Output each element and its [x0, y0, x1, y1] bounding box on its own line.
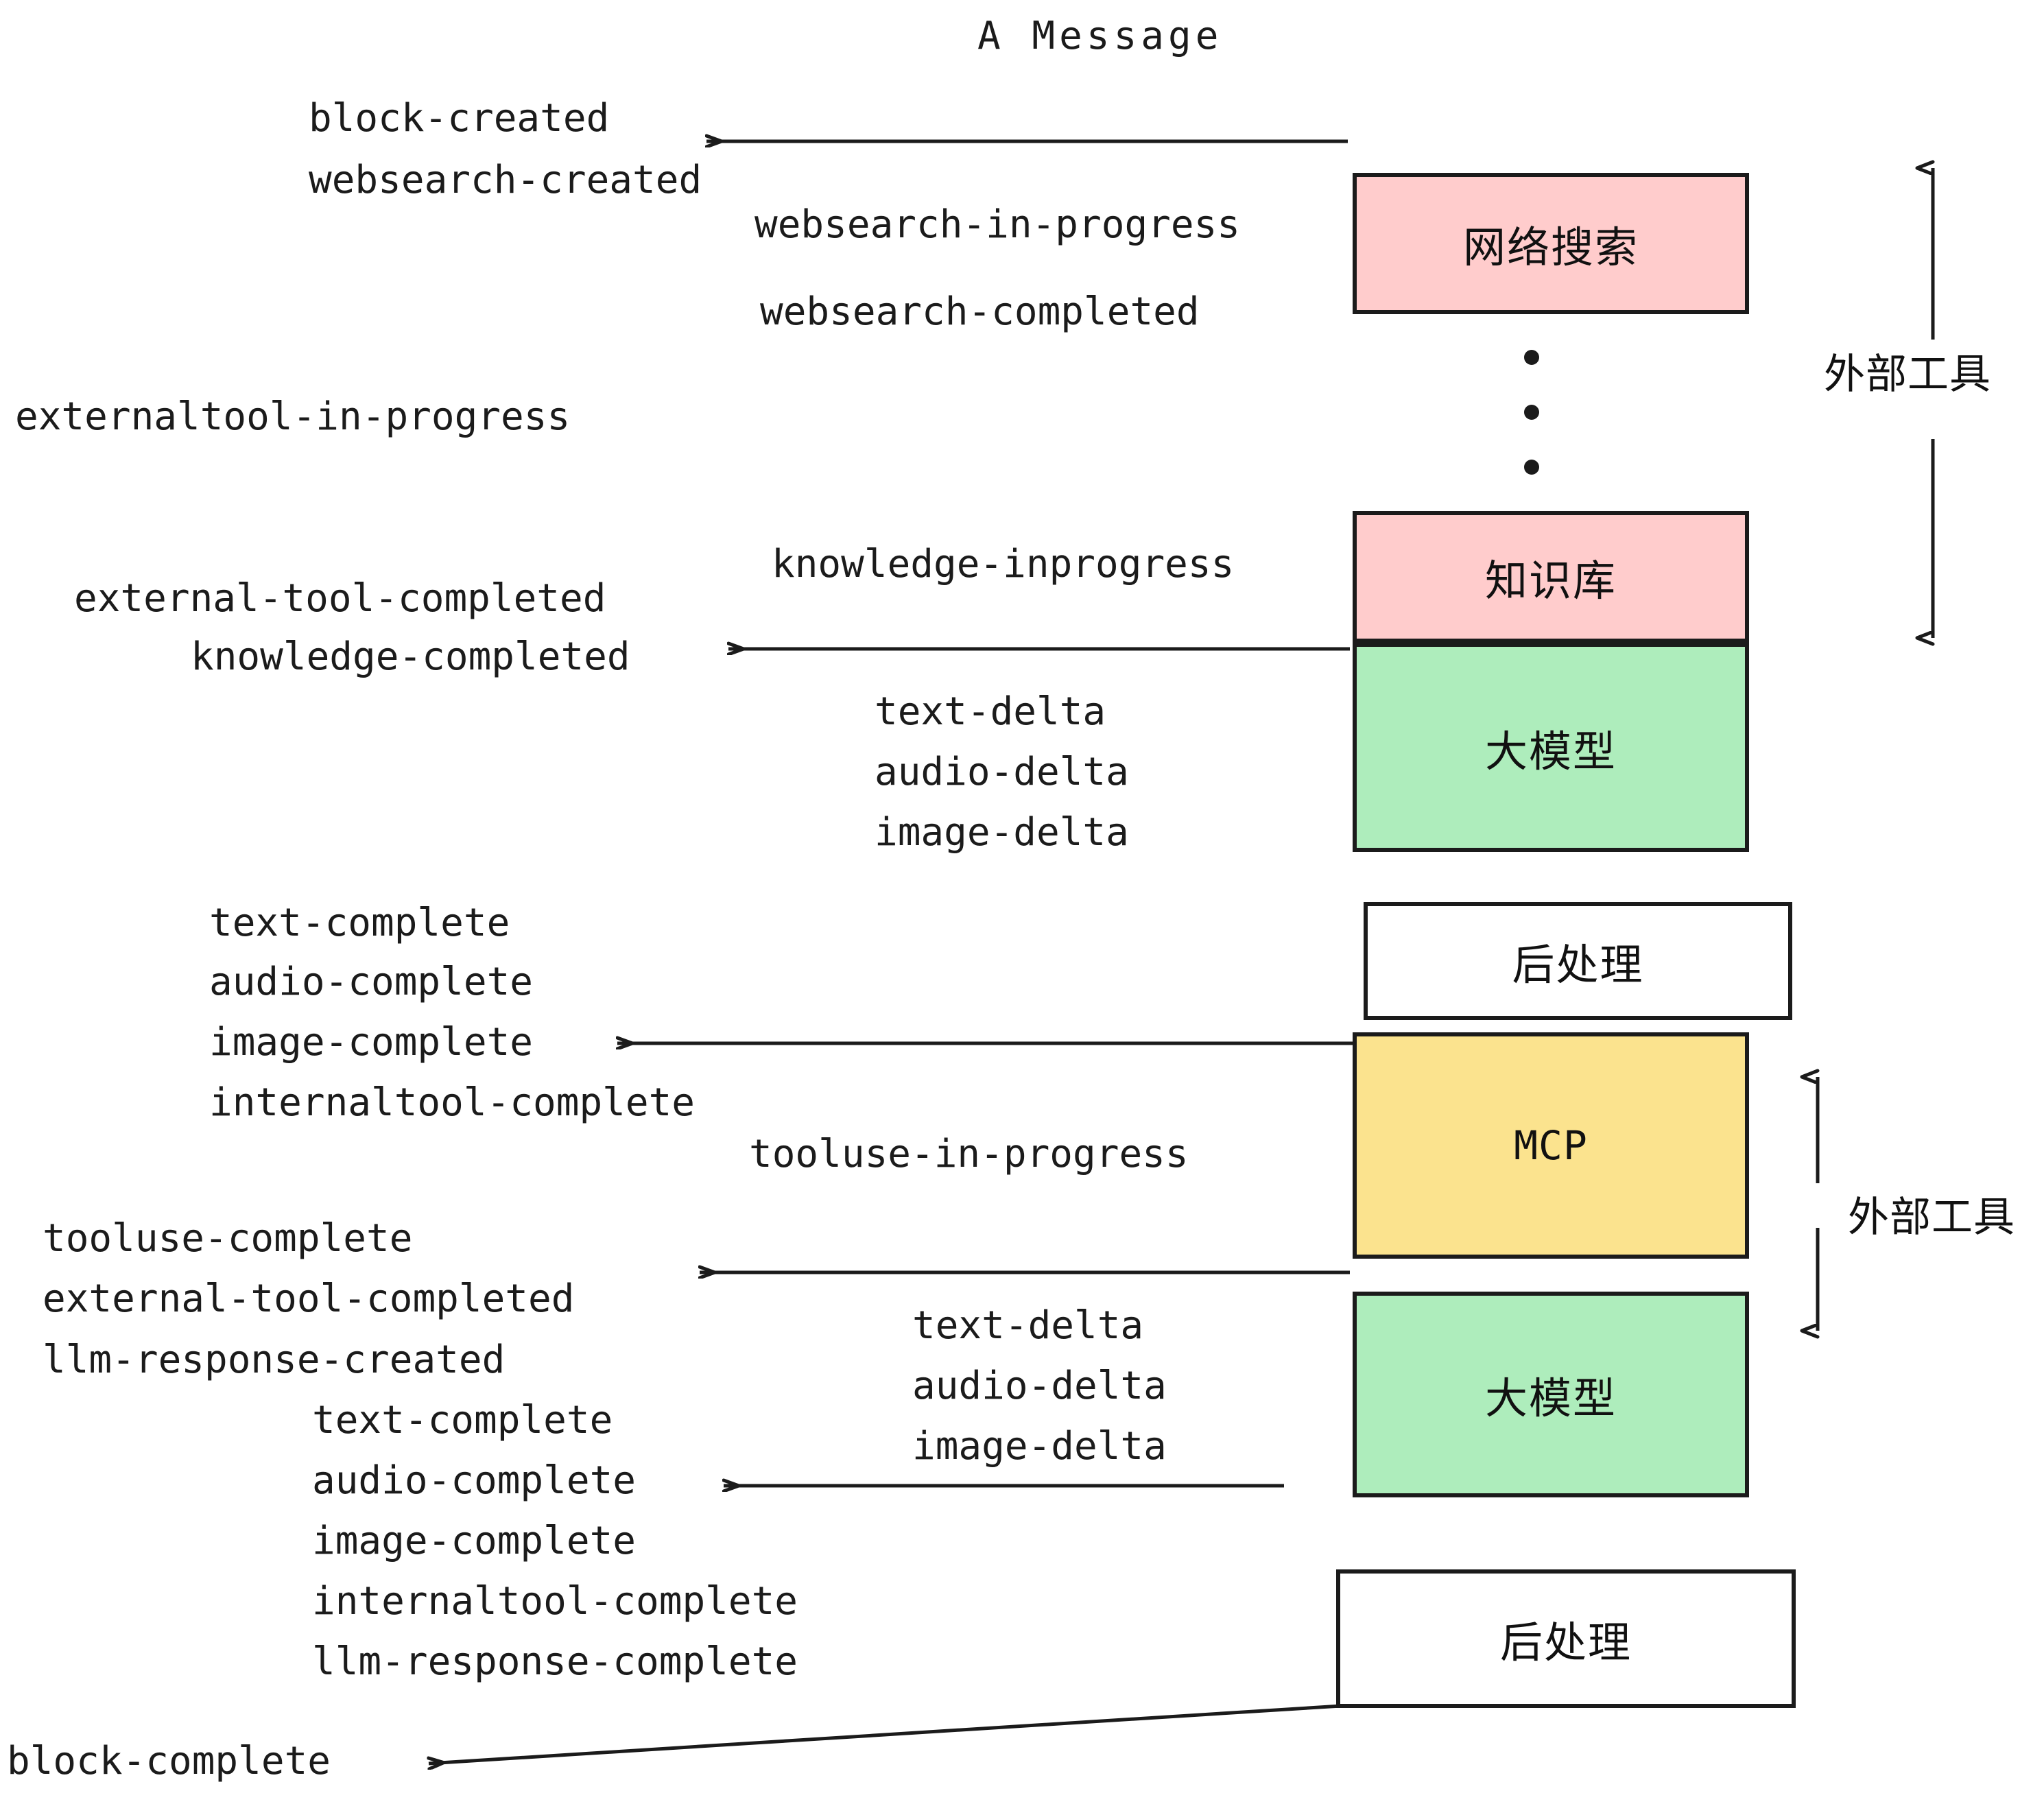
node-llm-1-label: 大模型: [1484, 726, 1617, 776]
event-external-tool-completed-2: external-tool-completed: [43, 1277, 575, 1321]
event-knowledge-inprogress: knowledge-inprogress: [772, 542, 1235, 586]
event-llm-response-complete: llm-response-complete: [312, 1639, 798, 1684]
node-knowledge-label: 知识库: [1484, 556, 1617, 606]
event-block-complete: block-complete: [7, 1739, 331, 1783]
node-mcp[interactable]: MCP: [1353, 1032, 1749, 1259]
node-llm-1[interactable]: 大模型: [1353, 643, 1749, 852]
event-tooluse-complete: tooluse-complete: [43, 1216, 413, 1261]
event-audio-complete-2: audio-complete: [312, 1458, 637, 1503]
event-audio-delta-1: audio-delta: [875, 750, 1129, 794]
side-label-external-tool-bottom: 外部工具: [1845, 1183, 2018, 1245]
node-websearch[interactable]: 网络搜索: [1353, 173, 1749, 314]
event-text-complete-1: text-complete: [209, 901, 510, 945]
event-external-tool-completed-1: external-tool-completed: [74, 576, 606, 621]
event-websearch-completed: websearch-completed: [760, 289, 1200, 334]
event-image-complete-1: image-complete: [209, 1020, 534, 1065]
arrow-postprocess2-to-block-complete: [429, 1704, 1342, 1764]
event-block-created: block-created: [309, 96, 610, 141]
event-text-complete-2: text-complete: [312, 1398, 613, 1443]
event-image-complete-2: image-complete: [312, 1519, 637, 1563]
node-postprocess-2-label: 后处理: [1499, 1617, 1632, 1667]
event-text-delta-1: text-delta: [875, 689, 1106, 734]
event-websearch-created: websearch-created: [309, 158, 702, 202]
diagram-title: A Message: [977, 14, 1223, 58]
side-label-external-tool-top: 外部工具: [1821, 340, 1994, 402]
ellipsis-dots: [1524, 350, 1539, 514]
event-externaltool-in-progress: externaltool-in-progress: [15, 394, 571, 439]
node-mcp-label: MCP: [1514, 1122, 1588, 1169]
node-knowledge[interactable]: 知识库: [1353, 511, 1749, 643]
event-image-delta-2: image-delta: [912, 1424, 1167, 1469]
event-tooluse-in-progress: tooluse-in-progress: [749, 1132, 1189, 1176]
node-llm-2[interactable]: 大模型: [1353, 1292, 1749, 1497]
node-postprocess-1[interactable]: 后处理: [1364, 902, 1792, 1020]
event-text-delta-2: text-delta: [912, 1303, 1144, 1348]
event-image-delta-1: image-delta: [875, 810, 1129, 855]
event-internaltool-complete-1: internaltool-complete: [209, 1080, 696, 1125]
node-llm-2-label: 大模型: [1484, 1373, 1617, 1423]
event-audio-delta-2: audio-delta: [912, 1364, 1167, 1408]
node-postprocess-1-label: 后处理: [1512, 940, 1644, 990]
node-postprocess-2[interactable]: 后处理: [1336, 1569, 1796, 1708]
event-audio-complete-1: audio-complete: [209, 960, 534, 1004]
event-knowledge-completed: knowledge-completed: [191, 634, 630, 679]
node-websearch-label: 网络搜索: [1462, 222, 1639, 272]
event-llm-response-created: llm-response-created: [43, 1338, 506, 1382]
event-websearch-in-progress: websearch-in-progress: [754, 202, 1241, 247]
event-internaltool-complete-2: internaltool-complete: [312, 1579, 798, 1624]
